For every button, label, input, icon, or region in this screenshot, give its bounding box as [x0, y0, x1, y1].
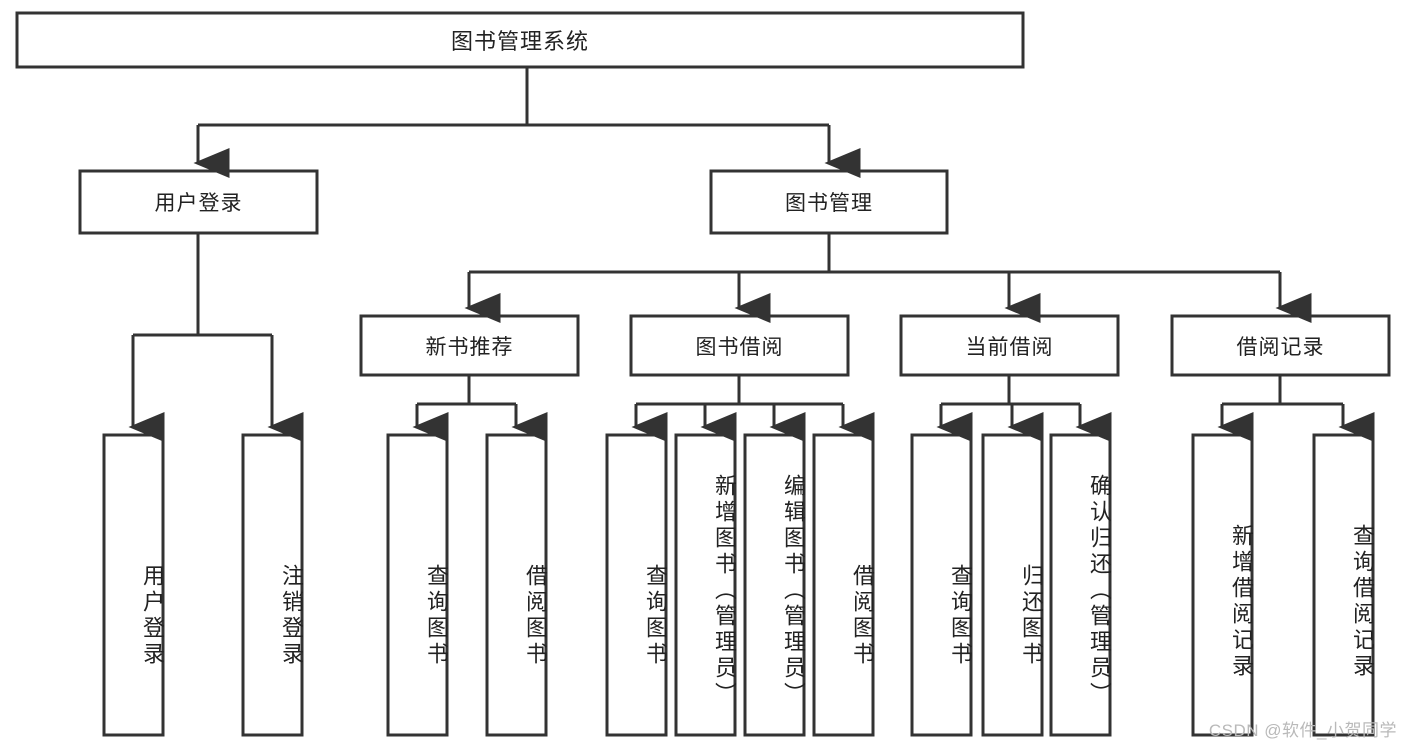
- leaf-box-current-query-book[interactable]: [910, 433, 973, 737]
- leaf-box-logout[interactable]: [241, 433, 304, 737]
- leaf-box-rec-borrow-book[interactable]: [485, 433, 548, 737]
- leaf-box-record-add[interactable]: [1191, 433, 1254, 737]
- watermark-text: CSDN @软件_小贺同学: [1208, 721, 1397, 740]
- leaf-box-rec-query-book[interactable]: [386, 433, 449, 737]
- leaf-box-borrow-borrow-book[interactable]: [812, 433, 875, 737]
- node-box-root[interactable]: [15, 11, 1025, 69]
- node-box-borrow-record[interactable]: [1170, 314, 1391, 377]
- leaf-box-record-query[interactable]: [1312, 433, 1375, 737]
- leaf-box-borrow-query-book[interactable]: [605, 433, 668, 737]
- node-box-user-login[interactable]: [78, 169, 319, 235]
- node-box-book-manage[interactable]: [709, 169, 949, 235]
- node-box-current-borrow[interactable]: [899, 314, 1120, 377]
- leaf-box-current-return-book[interactable]: [981, 433, 1044, 737]
- node-box-new-book-rec[interactable]: [359, 314, 580, 377]
- node-box-book-borrow[interactable]: [629, 314, 850, 377]
- leaf-box-borrow-edit-book[interactable]: [743, 433, 806, 737]
- leaf-box-borrow-add-book[interactable]: [674, 433, 737, 737]
- leaf-box-user-login[interactable]: [102, 433, 165, 737]
- leaf-box-current-confirm-return[interactable]: [1049, 433, 1112, 737]
